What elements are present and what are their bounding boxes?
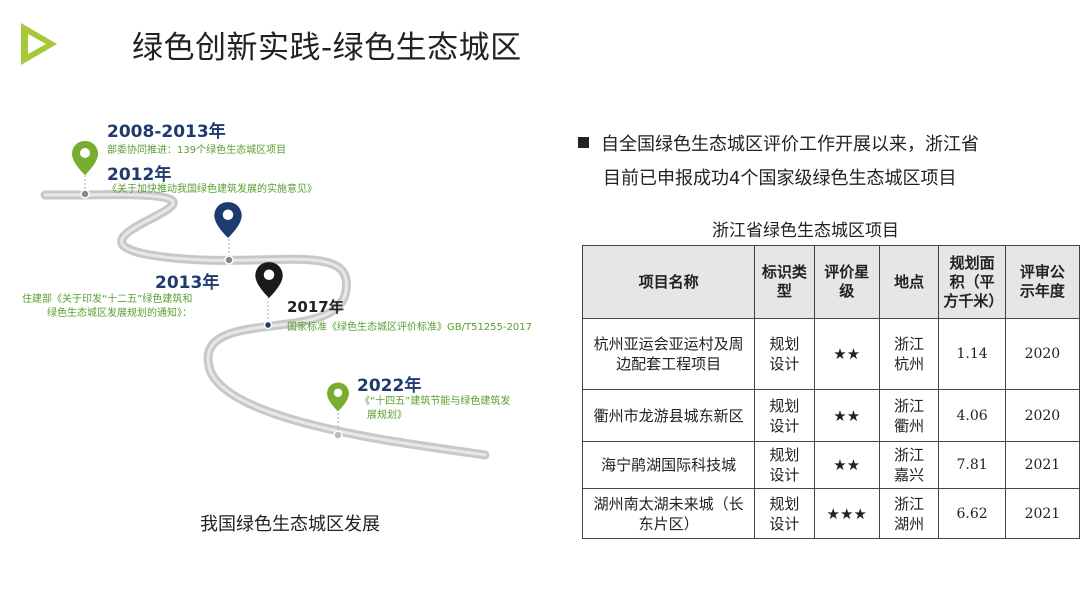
summary-line-1: 自全国绿色生态城区评价工作开展以来，浙江省 — [601, 134, 979, 155]
column-header: 评价星级 — [813, 245, 880, 319]
stars-cell: ★★ — [813, 318, 880, 390]
timeline-year: 2008-2013年 — [107, 122, 226, 142]
stars-cell: ★★★ — [813, 488, 880, 539]
project-name-cell: 杭州亚运会亚运村及周边配套工程项目 — [581, 318, 756, 390]
table-header-row: 项目名称 标识类型 评价星级 地点 规划面积（平方千米） 评审公示年度 — [581, 245, 1080, 319]
summary-line-2: 目前已申报成功4个国家级绿色生态城区项目 — [603, 168, 957, 189]
area-cell: 4.06 — [938, 389, 1006, 442]
stars-cell: ★★ — [813, 389, 880, 442]
page-title: 绿色创新实践-绿色生态城区 — [132, 30, 522, 66]
year-cell: 2021 — [1004, 488, 1080, 539]
square-bullet-icon — [578, 137, 589, 148]
table-row: 海宁鹃湖国际科技城 规划设计 ★★ 浙江嘉兴 7.81 2021 — [581, 441, 1080, 489]
timeline-year: 2013年 — [155, 273, 220, 293]
table-row: 衢州市龙游县城东新区 规划设计 ★★ 浙江衢州 4.06 2020 — [581, 389, 1080, 442]
timeline-year: 2022年 — [357, 376, 422, 396]
area-cell: 1.14 — [938, 318, 1006, 390]
timeline-year: 2012年 — [107, 165, 172, 185]
map-pin-black-icon — [255, 262, 283, 298]
column-header: 地点 — [878, 245, 940, 319]
column-header: 项目名称 — [581, 245, 756, 319]
play-triangle-icon — [21, 23, 57, 65]
timeline-desc: 国家标准《绿色生态城区评价标准》GB/T51255-2017 — [287, 322, 532, 333]
year-cell: 2021 — [1004, 441, 1080, 489]
timeline-desc: 《“十四五”建筑节能与绿色建筑发 — [360, 396, 511, 407]
area-cell: 6.62 — [938, 488, 1006, 539]
column-header: 规划面积（平方千米） — [938, 245, 1006, 319]
stars-cell: ★★ — [813, 441, 880, 489]
type-cell: 规划设计 — [754, 441, 815, 489]
timeline-caption: 我国绿色生态城区发展 — [200, 514, 380, 535]
location-cell: 浙江杭州 — [878, 318, 940, 390]
project-name-cell: 湖州南太湖未来城（长东片区） — [581, 488, 756, 539]
timeline-road — [40, 175, 490, 460]
year-cell: 2020 — [1004, 389, 1080, 442]
map-pin-green-icon — [72, 141, 98, 175]
timeline-year: 2017年 — [287, 298, 344, 316]
location-cell: 浙江嘉兴 — [878, 441, 940, 489]
type-cell: 规划设计 — [754, 318, 815, 390]
year-cell: 2020 — [1004, 318, 1080, 390]
area-cell: 7.81 — [938, 441, 1006, 489]
map-pin-blue-icon — [214, 202, 242, 238]
location-cell: 浙江衢州 — [878, 389, 940, 442]
summary-bullet: 自全国绿色生态城区评价工作开展以来，浙江省 目前已申报成功4个国家级绿色生态城区… — [578, 128, 1048, 196]
project-name-cell: 衢州市龙游县城东新区 — [581, 389, 756, 442]
type-cell: 规划设计 — [754, 488, 815, 539]
timeline-desc: 《关于加快推动我国绿色建筑发展的实施意见》 — [107, 184, 317, 195]
map-pin-green-icon — [327, 382, 349, 412]
projects-table: 项目名称 标识类型 评价星级 地点 规划面积（平方千米） 评审公示年度 杭州亚运… — [581, 245, 1080, 539]
project-name-cell: 海宁鹃湖国际科技城 — [581, 441, 756, 489]
timeline-desc: 展规划》 — [367, 410, 407, 421]
timeline-illustration: 2008-2013年 部委协同推进：139个绿色生态城区项目 2012年 《关于… — [0, 95, 580, 475]
timeline-desc: 绿色生态城区发展规划的通知》： — [47, 308, 192, 319]
timeline-desc: 住建部《关于印发“十二五”绿色建筑和 — [22, 294, 193, 305]
table-row: 湖州南太湖未来城（长东片区） 规划设计 ★★★ 浙江湖州 6.62 2021 — [581, 488, 1080, 539]
location-cell: 浙江湖州 — [878, 488, 940, 539]
type-cell: 规划设计 — [754, 389, 815, 442]
column-header: 标识类型 — [754, 245, 815, 319]
column-header: 评审公示年度 — [1004, 245, 1080, 319]
timeline-desc: 部委协同推进：139个绿色生态城区项目 — [107, 145, 287, 156]
table-title: 浙江省绿色生态城区项目 — [712, 221, 899, 241]
table-row: 杭州亚运会亚运村及周边配套工程项目 规划设计 ★★ 浙江杭州 1.14 2020 — [581, 318, 1080, 390]
